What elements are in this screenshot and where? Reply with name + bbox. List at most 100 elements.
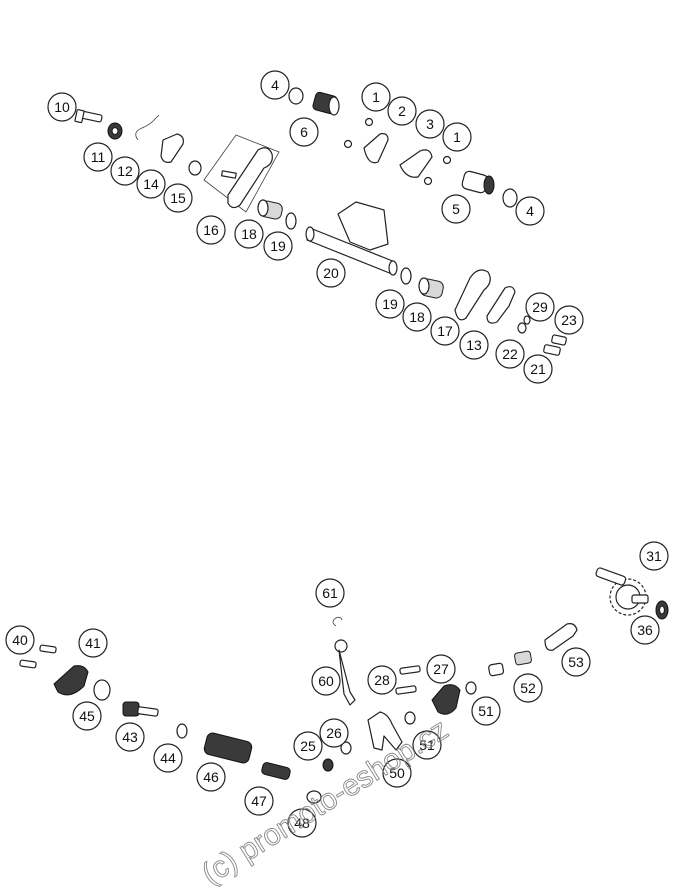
part-clip-12 bbox=[135, 114, 160, 141]
callout-label: 20 bbox=[323, 265, 339, 281]
callout-circle bbox=[319, 718, 349, 748]
callout-label: 40 bbox=[12, 632, 28, 648]
part-bush-18a bbox=[257, 199, 283, 220]
callout-label: 45 bbox=[79, 708, 95, 724]
part-washer-15 bbox=[188, 160, 202, 176]
callout-circle bbox=[287, 808, 317, 838]
callout-36: 36 bbox=[630, 615, 660, 645]
part-clip-61 bbox=[332, 616, 343, 627]
callout-label: 2 bbox=[398, 103, 406, 119]
callout-label: 28 bbox=[374, 672, 390, 688]
part-ring-19a bbox=[285, 212, 297, 230]
callout-21: 21 bbox=[523, 354, 553, 384]
callout-label: 46 bbox=[203, 769, 219, 785]
part-screw-1a bbox=[364, 117, 374, 127]
lower-assembly bbox=[19, 567, 669, 804]
callout-circle bbox=[387, 96, 417, 126]
part-link-14 bbox=[160, 133, 184, 163]
part-washer-29 bbox=[523, 315, 531, 325]
callout-label: 26 bbox=[326, 725, 342, 741]
callout-circle bbox=[316, 258, 346, 288]
callout-label: 29 bbox=[532, 299, 548, 315]
callout-11: 11 bbox=[83, 142, 113, 172]
callout-41: 41 bbox=[78, 628, 108, 658]
part-bolt-23 bbox=[551, 334, 567, 346]
callout-circle bbox=[5, 625, 35, 655]
callout-1: 1 bbox=[361, 82, 391, 112]
callout-18: 18 bbox=[402, 302, 432, 332]
callout-2: 2 bbox=[387, 96, 417, 126]
part-housing-41 bbox=[53, 665, 89, 696]
callout-label: 1 bbox=[453, 129, 461, 145]
callout-circle bbox=[260, 70, 290, 100]
part-lever-16 bbox=[203, 134, 280, 213]
callout-27: 27 bbox=[426, 654, 456, 684]
callout-circle bbox=[196, 215, 226, 245]
callout-label: 36 bbox=[637, 622, 653, 638]
callout-23: 23 bbox=[554, 305, 584, 335]
callout-60: 60 bbox=[311, 666, 341, 696]
upper-assembly bbox=[74, 87, 567, 356]
callout-label: 31 bbox=[646, 548, 662, 564]
callout-10: 10 bbox=[47, 92, 77, 122]
part-washer-51b bbox=[465, 681, 477, 695]
part-rod-60 bbox=[334, 639, 356, 706]
callout-circle bbox=[430, 316, 460, 346]
callout-label: 21 bbox=[530, 361, 546, 377]
part-cap-48 bbox=[306, 790, 322, 804]
callout-label: 18 bbox=[409, 309, 425, 325]
callout-label: 1 bbox=[372, 89, 380, 105]
part-fork-50 bbox=[367, 711, 403, 751]
part-roller-5 bbox=[461, 170, 495, 195]
part-bearing-36-bore bbox=[658, 605, 666, 615]
callout-47: 47 bbox=[244, 786, 274, 816]
callout-circle bbox=[402, 302, 432, 332]
callout-28: 28 bbox=[367, 665, 397, 695]
callout-circle bbox=[289, 117, 319, 147]
part-bush-51a bbox=[488, 662, 505, 677]
part-shaft-20 bbox=[305, 201, 398, 276]
callout-label: 27 bbox=[433, 661, 449, 677]
callout-circle bbox=[78, 628, 108, 658]
callout-circle bbox=[110, 156, 140, 186]
callout-label: 25 bbox=[300, 738, 316, 754]
part-pawl-27 bbox=[431, 684, 461, 715]
callout-circle bbox=[412, 730, 442, 760]
callout-51: 51 bbox=[471, 696, 501, 726]
part-screw-1b bbox=[343, 139, 353, 149]
callout-22: 22 bbox=[495, 339, 525, 369]
callout-label: 53 bbox=[568, 654, 584, 670]
callout-label: 51 bbox=[478, 703, 494, 719]
callout-label: 22 bbox=[502, 346, 518, 362]
callout-circle bbox=[153, 743, 183, 773]
part-pin-28b bbox=[395, 685, 417, 695]
part-plate-2 bbox=[363, 133, 389, 164]
callout-43: 43 bbox=[115, 722, 145, 752]
callout-label: 19 bbox=[270, 238, 286, 254]
part-oring-4b bbox=[502, 188, 518, 208]
part-spring-47 bbox=[261, 762, 291, 780]
callout-circle bbox=[234, 219, 264, 249]
callout-44: 44 bbox=[153, 743, 183, 773]
callout-circle bbox=[136, 169, 166, 199]
callout-circle bbox=[515, 196, 545, 226]
part-oring-4a bbox=[288, 87, 304, 105]
callout-circle bbox=[426, 654, 456, 684]
callout-label: 41 bbox=[85, 635, 101, 651]
callout-circle bbox=[561, 647, 591, 677]
part-washer-44 bbox=[176, 723, 188, 739]
callout-circle bbox=[554, 305, 584, 335]
callout-label: 60 bbox=[318, 673, 334, 689]
part-roller-6 bbox=[312, 91, 340, 116]
callout-17: 17 bbox=[430, 316, 460, 346]
callout-circle bbox=[72, 701, 102, 731]
callout-circle bbox=[471, 696, 501, 726]
callout-53: 53 bbox=[561, 647, 591, 677]
callout-12: 12 bbox=[110, 156, 140, 186]
part-shaft-53 bbox=[544, 623, 578, 651]
callout-label: 10 bbox=[54, 99, 70, 115]
callout-label: 23 bbox=[561, 312, 577, 328]
part-oring-45 bbox=[93, 679, 111, 701]
